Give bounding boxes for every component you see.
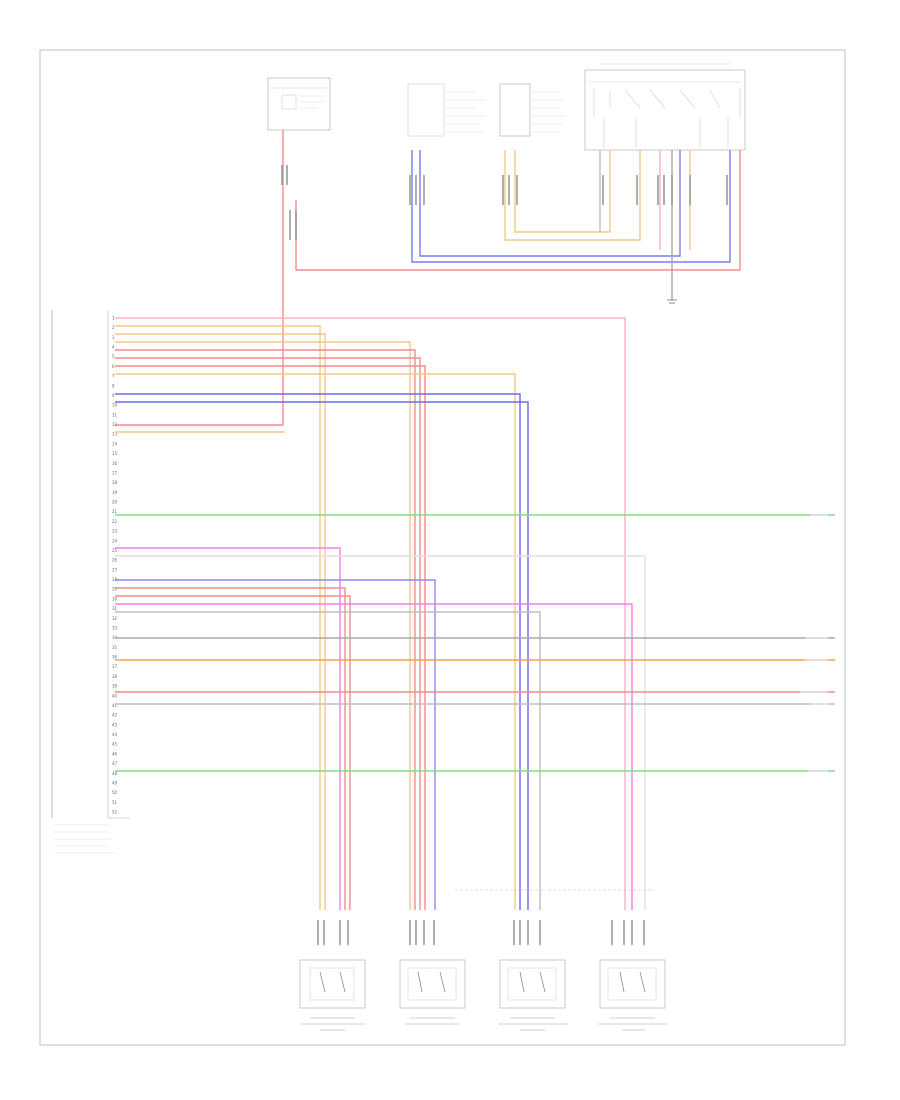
module-pin-number: 19 — [112, 490, 118, 495]
module-pin-number: 2 — [112, 325, 115, 330]
module-pin-number: 28 — [112, 577, 118, 582]
module-pin-number: 7 — [112, 374, 115, 379]
diagram-frame — [39, 49, 846, 1046]
module-pin-number: 52 — [112, 810, 118, 815]
top-switch-component-2 — [499, 83, 566, 137]
module-pin-number: 16 — [112, 461, 118, 466]
module-pin-numbers: 1234567891011121314151617181920212223242… — [112, 316, 118, 815]
bottom-switch-2 — [399, 959, 466, 1009]
module-pin-number: 20 — [112, 500, 118, 505]
module-pin-number: 26 — [112, 558, 118, 563]
module-pin-number: 36 — [112, 655, 118, 660]
module-pin-number: 46 — [112, 751, 118, 756]
module-pin-number: 13 — [112, 432, 118, 437]
module-pin-number: 6 — [112, 364, 115, 369]
module-pin-number: 18 — [112, 480, 118, 485]
control-module — [51, 310, 130, 854]
module-pin-number: 21 — [112, 509, 118, 514]
bottom-connector-crimps — [317, 920, 645, 945]
module-pin-number: 50 — [112, 790, 118, 795]
module-pin-number: 51 — [112, 800, 118, 805]
module-pin-number: 24 — [112, 538, 118, 543]
module-pin-number: 42 — [112, 713, 118, 718]
module-pin-number: 25 — [112, 548, 118, 553]
module-pin-number: 41 — [112, 703, 118, 708]
module-pin-number: 27 — [112, 567, 118, 572]
module-pin-number: 37 — [112, 664, 118, 669]
top-connector-crimps — [281, 165, 728, 240]
module-pin-number: 9 — [112, 393, 115, 398]
module-pin-number: 43 — [112, 722, 118, 727]
module-pin-number: 32 — [112, 616, 118, 621]
module-pin-number: 30 — [112, 596, 118, 601]
module-pin-number: 4 — [112, 345, 115, 350]
bottom-switch-1 — [299, 959, 366, 1009]
module-pin-number: 31 — [112, 606, 118, 611]
top-wiring — [115, 130, 741, 426]
module-pin-number: 34 — [112, 635, 118, 640]
module-pin-number: 14 — [112, 441, 118, 446]
top-relay-component — [267, 77, 331, 131]
bottom-switch-4 — [599, 959, 666, 1009]
module-pin-number: 47 — [112, 761, 118, 766]
module-pin-number: 29 — [112, 587, 118, 592]
module-pin-number: 17 — [112, 471, 118, 476]
module-pin-number: 40 — [112, 693, 118, 698]
module-pin-number: 3 — [112, 335, 115, 340]
module-pin-number: 1 — [112, 316, 115, 321]
illegible-captions — [300, 514, 828, 1031]
ground-symbol — [667, 299, 677, 304]
module-pin-number: 49 — [112, 780, 118, 785]
module-pin-number: 5 — [112, 354, 115, 359]
module-pin-number: 10 — [112, 403, 118, 408]
top-switch-component-1 — [407, 83, 486, 137]
module-pin-number: 22 — [112, 519, 118, 524]
module-pin-number: 38 — [112, 674, 118, 679]
module-pin-number: 39 — [112, 684, 118, 689]
module-pin-number: 48 — [112, 771, 118, 776]
module-pin-number: 15 — [112, 451, 118, 456]
module-pin-number: 35 — [112, 645, 118, 650]
bottom-switch-3 — [499, 959, 566, 1009]
module-pin-number: 45 — [112, 742, 118, 747]
module-pin-number: 8 — [112, 383, 115, 388]
top-right-switch-assembly — [584, 63, 746, 151]
module-pin-number: 12 — [112, 422, 118, 427]
module-pin-number: 33 — [112, 626, 118, 631]
module-pin-number: 44 — [112, 732, 118, 737]
module-pin-number: 23 — [112, 529, 118, 534]
module-wires — [115, 317, 835, 910]
module-pin-number: 11 — [112, 412, 118, 417]
